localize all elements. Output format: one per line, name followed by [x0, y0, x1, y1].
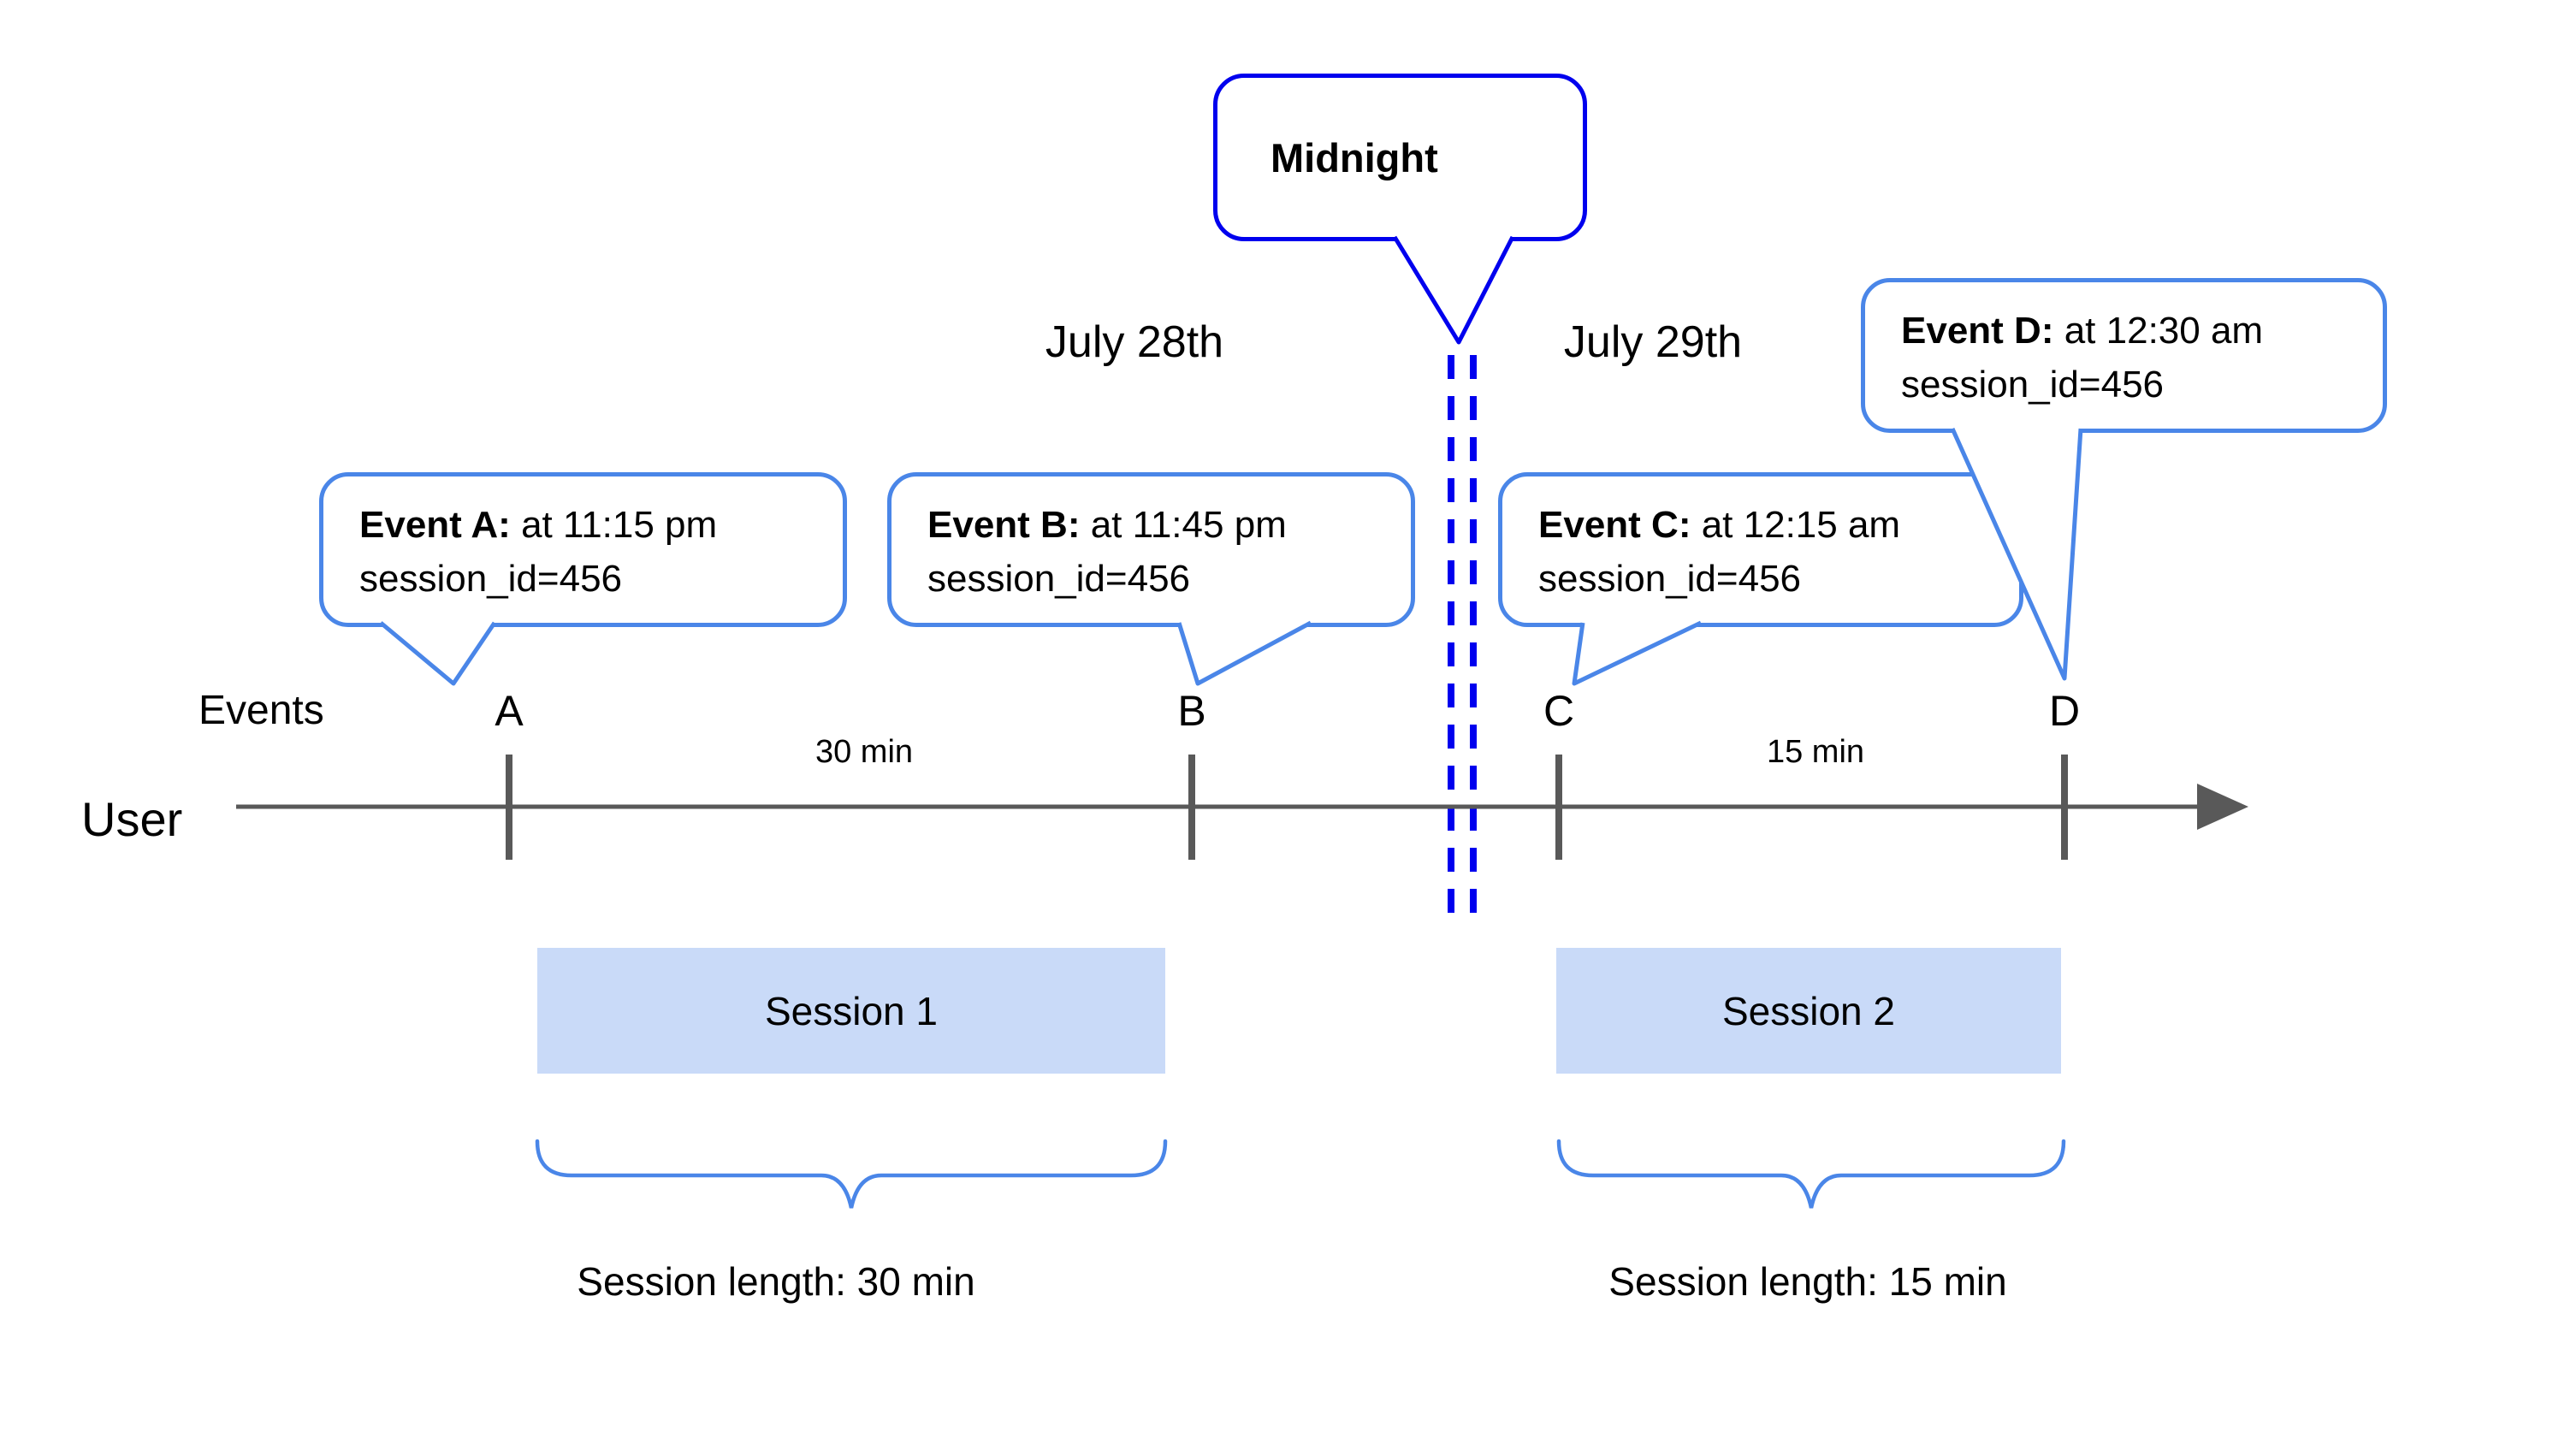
event-letter-c: C	[1543, 687, 1575, 735]
event-b-headline: Event B: at 11:45 pm	[927, 498, 1411, 552]
event-d-callout-bubble: Event D: at 12:30 am session_id=456	[1861, 278, 2387, 433]
date-label-july-28: July 28th	[1045, 317, 1224, 367]
event-c-bubble-tail	[1572, 620, 1703, 686]
event-b-session-id: session_id=456	[927, 558, 1191, 600]
event-d-headline: Event D: at 12:30 am	[1901, 304, 2383, 358]
session-1-length-label: Session length: 30 min	[577, 1259, 975, 1304]
interval-label-15min: 15 min	[1766, 734, 1865, 770]
event-b-time: at 11:45 pm	[1080, 504, 1287, 546]
event-d-time: at 12:30 am	[2053, 310, 2264, 352]
session-2-label: Session 2	[1721, 988, 1895, 1033]
event-a-bubble-tail	[379, 621, 497, 686]
event-c-headline: Event C: at 12:15 am	[1538, 498, 2019, 552]
event-a-headline: Event A: at 11:15 pm	[359, 498, 843, 552]
event-a-title: Event A:	[359, 504, 511, 546]
event-d-session-id: session_id=456	[1901, 364, 2165, 405]
event-letter-d: D	[2048, 687, 2081, 735]
event-c-session-id: session_id=456	[1538, 558, 1802, 600]
event-c-title: Event C:	[1538, 504, 1691, 546]
event-a-session-id: session_id=456	[359, 558, 623, 600]
event-c-callout-bubble: Event C: at 12:15 am session_id=456	[1498, 472, 2023, 627]
date-label-july-29: July 29th	[1563, 317, 1743, 367]
midnight-callout-bubble: Midnight	[1213, 74, 1587, 241]
events-row-label: Events	[198, 688, 324, 733]
event-b-title: Event B:	[927, 504, 1081, 546]
session-1-label: Session 1	[764, 988, 938, 1033]
session-2-length-label: Session length: 15 min	[1608, 1259, 2007, 1304]
user-row-label: User	[81, 792, 183, 846]
event-b-bubble-tail	[1176, 620, 1312, 686]
midnight-label: Midnight	[1271, 134, 1438, 181]
midnight-bubble-tail	[1392, 235, 1515, 345]
session-1-brace	[535, 1139, 1168, 1209]
event-letter-a: A	[495, 687, 524, 735]
event-b-callout-bubble: Event B: at 11:45 pm session_id=456	[887, 472, 1415, 627]
interval-label-30min: 30 min	[814, 734, 914, 770]
timeline-arrowhead-icon	[2197, 784, 2248, 830]
event-a-callout-bubble: Event A: at 11:15 pm session_id=456	[319, 472, 847, 627]
event-letter-b: B	[1177, 687, 1206, 735]
event-c-time: at 12:15 am	[1691, 504, 1901, 546]
event-a-time: at 11:15 pm	[510, 504, 718, 546]
session-2-box: Session 2	[1556, 948, 2061, 1074]
session-1-box: Session 1	[537, 948, 1165, 1074]
event-d-title: Event D:	[1901, 310, 2054, 352]
session-2-brace	[1556, 1139, 2066, 1209]
